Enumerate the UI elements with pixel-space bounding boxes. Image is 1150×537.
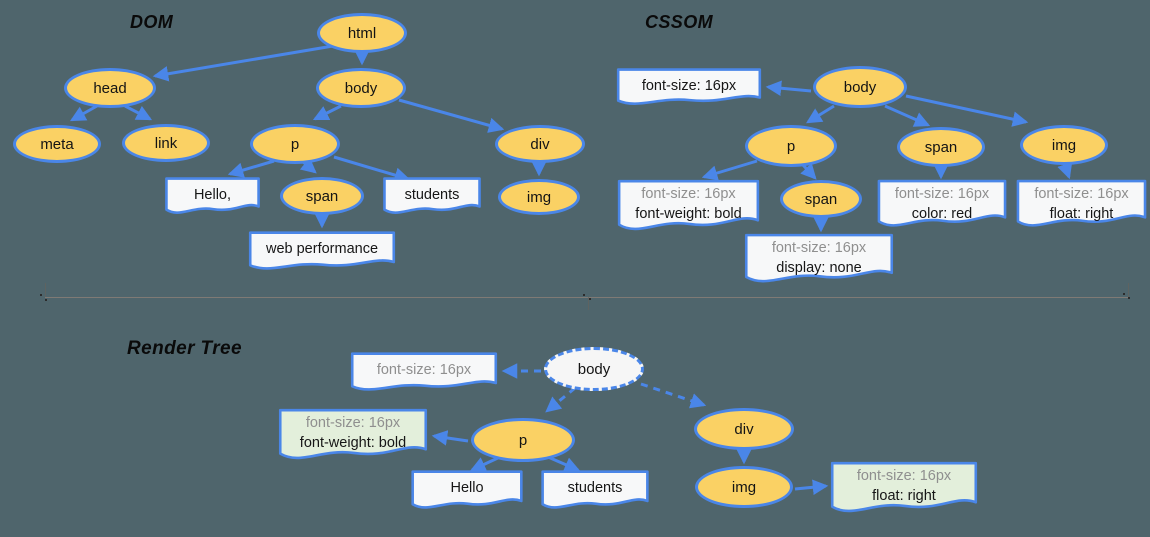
document-shape [830, 461, 978, 517]
document-shape [617, 179, 760, 235]
divider-dot [1123, 293, 1125, 295]
render-node-img: img [695, 466, 793, 508]
divider-dot [589, 298, 591, 300]
document-shape [744, 233, 894, 287]
render-style-note-p: font-size: 16px font-weight: bold [278, 408, 428, 464]
dom-section-title: DOM [130, 12, 174, 32]
cssom-node-body: body [813, 66, 907, 108]
cssom-style-note-p: font-size: 16px font-weight: bold [617, 179, 760, 235]
divider-dot [40, 294, 42, 296]
document-shape [877, 179, 1007, 231]
dom-node-head: head [64, 68, 156, 108]
render-textnode-hello: Hello [411, 470, 523, 512]
document-shape [248, 231, 396, 273]
divider-dot [583, 294, 585, 296]
cssom-style-note-span: font-size: 16px color: red [877, 179, 1007, 231]
dom-textnode-hello: Hello, [165, 177, 260, 217]
dom-node-link: link [122, 124, 210, 162]
cssom-style-note-span-child: font-size: 16px display: none [744, 233, 894, 287]
document-shape [541, 470, 649, 512]
dom-textnode-web-performance: web performance [248, 231, 396, 273]
dom-node-img: img [498, 179, 580, 215]
cssom-style-note-img: font-size: 16px float: right [1016, 179, 1147, 231]
document-shape [350, 352, 498, 394]
cssom-node-img: img [1020, 125, 1108, 165]
document-shape [1016, 179, 1147, 231]
dom-node-p: p [250, 124, 340, 164]
divider-dot [1128, 297, 1130, 299]
dom-node-body: body [316, 68, 406, 108]
cssom-node-span-child: span [780, 180, 862, 218]
dom-textnode-students: students [383, 177, 481, 217]
section-divider [45, 297, 1128, 298]
render-node-body: body [544, 347, 644, 391]
cssom-node-span: span [897, 127, 985, 167]
cssom-section-title: CSSOM [645, 12, 714, 32]
document-shape [616, 68, 762, 108]
document-shape [278, 408, 428, 464]
render-style-note-body: font-size: 16px [350, 352, 498, 394]
cssom-node-p: p [745, 125, 837, 167]
render-tree-section-title: Render Tree [127, 338, 242, 359]
dom-node-span: span [280, 177, 364, 215]
render-textnode-students: students [541, 470, 649, 512]
document-shape [165, 177, 260, 217]
dom-node-html: html [317, 13, 407, 53]
document-shape [411, 470, 523, 512]
dom-node-meta: meta [13, 125, 101, 163]
divider-tick [588, 297, 589, 310]
dom-node-div: div [495, 125, 585, 163]
render-node-div: div [694, 408, 794, 450]
divider-tick [1128, 283, 1129, 297]
render-node-p: p [471, 418, 575, 462]
render-style-note-img: font-size: 16px float: right [830, 461, 978, 517]
divider-tick [45, 283, 46, 297]
document-shape [383, 177, 481, 217]
cssom-style-note-body: font-size: 16px [616, 68, 762, 108]
divider-dot [45, 299, 47, 301]
